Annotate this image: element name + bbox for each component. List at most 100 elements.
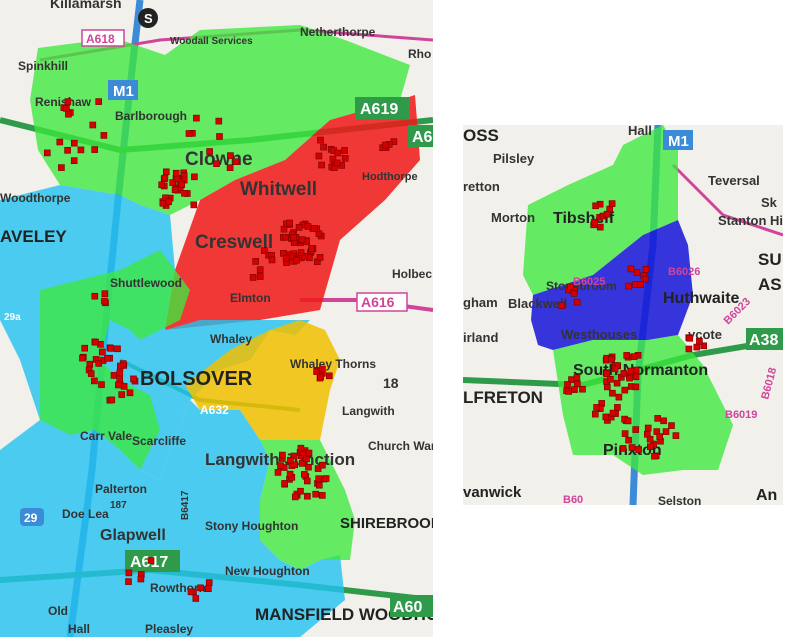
incident-marker[interactable] <box>660 417 667 425</box>
incident-marker[interactable] <box>126 389 134 397</box>
incident-marker[interactable] <box>632 426 639 433</box>
incident-marker[interactable] <box>70 157 78 164</box>
incident-marker[interactable] <box>298 236 306 243</box>
incident-marker[interactable] <box>101 290 109 298</box>
incident-marker[interactable] <box>206 148 213 155</box>
incident-marker[interactable] <box>293 256 300 264</box>
incident-marker[interactable] <box>95 360 102 367</box>
incident-marker[interactable] <box>315 152 323 160</box>
incident-marker[interactable] <box>334 149 342 157</box>
incident-marker[interactable] <box>696 338 703 345</box>
incident-marker[interactable] <box>592 410 599 418</box>
incident-marker[interactable] <box>91 377 98 385</box>
incident-marker[interactable] <box>685 345 693 353</box>
incident-marker[interactable] <box>227 152 234 159</box>
incident-marker[interactable] <box>169 179 176 186</box>
incident-marker[interactable] <box>298 460 306 467</box>
incident-marker[interactable] <box>281 480 288 487</box>
incident-marker[interactable] <box>319 461 326 469</box>
incident-marker[interactable] <box>574 380 581 388</box>
incident-marker[interactable] <box>570 290 578 297</box>
incident-marker[interactable] <box>341 147 348 154</box>
incident-marker[interactable] <box>226 164 234 171</box>
incident-marker[interactable] <box>252 258 259 265</box>
incident-marker[interactable] <box>286 470 294 478</box>
incident-marker[interactable] <box>58 164 65 171</box>
incident-marker[interactable] <box>101 297 108 305</box>
incident-marker[interactable] <box>118 391 125 398</box>
incident-marker[interactable] <box>621 386 629 394</box>
map-right-canvas[interactable]: OSS Pilsley retton Morton Tibshelf Tever… <box>463 125 783 505</box>
incident-marker[interactable] <box>341 155 349 162</box>
incident-marker[interactable] <box>608 200 616 207</box>
incident-marker[interactable] <box>700 342 707 350</box>
incident-marker[interactable] <box>609 409 617 417</box>
incident-marker[interactable] <box>291 493 299 501</box>
incident-marker[interactable] <box>81 344 88 352</box>
incident-marker[interactable] <box>567 283 574 291</box>
incident-marker[interactable] <box>637 281 644 288</box>
incident-marker[interactable] <box>626 374 633 382</box>
incident-marker[interactable] <box>303 477 311 485</box>
incident-marker[interactable] <box>190 201 198 209</box>
incident-marker[interactable] <box>625 282 632 290</box>
incident-marker[interactable] <box>191 173 198 181</box>
incident-marker[interactable] <box>64 147 71 154</box>
incident-marker[interactable] <box>318 492 326 499</box>
incident-marker[interactable] <box>108 396 116 404</box>
incident-marker[interactable] <box>558 302 566 309</box>
incident-marker[interactable] <box>322 475 330 482</box>
incident-marker[interactable] <box>91 292 99 300</box>
incident-marker[interactable] <box>318 161 325 169</box>
incident-marker[interactable] <box>627 265 635 273</box>
incident-marker[interactable] <box>319 365 326 373</box>
incident-marker[interactable] <box>107 345 115 352</box>
incident-marker[interactable] <box>602 413 610 421</box>
incident-marker[interactable] <box>308 245 316 252</box>
incident-marker[interactable] <box>628 444 636 451</box>
incident-marker[interactable] <box>644 424 652 432</box>
incident-marker[interactable] <box>115 381 122 389</box>
incident-marker[interactable] <box>86 360 94 368</box>
incident-marker[interactable] <box>621 430 629 437</box>
incident-marker[interactable] <box>279 451 286 459</box>
incident-marker[interactable] <box>607 376 614 383</box>
incident-marker[interactable] <box>564 381 571 388</box>
incident-marker[interactable] <box>314 465 322 472</box>
incident-marker[interactable] <box>95 98 102 105</box>
incident-marker[interactable] <box>579 385 586 393</box>
incident-marker[interactable] <box>92 338 99 346</box>
incident-marker[interactable] <box>282 254 290 262</box>
incident-marker[interactable] <box>301 252 308 260</box>
incident-marker[interactable] <box>172 169 180 177</box>
incident-marker[interactable] <box>287 456 294 464</box>
incident-marker[interactable] <box>147 557 155 564</box>
incident-marker[interactable] <box>161 174 169 182</box>
incident-marker[interactable] <box>565 388 572 395</box>
incident-marker[interactable] <box>100 132 108 139</box>
incident-marker[interactable] <box>185 130 193 137</box>
incident-marker[interactable] <box>268 256 276 264</box>
incident-marker[interactable] <box>297 487 304 495</box>
incident-marker[interactable] <box>98 381 105 388</box>
incident-marker[interactable] <box>181 190 188 197</box>
incident-marker[interactable] <box>116 369 124 377</box>
incident-marker[interactable] <box>668 422 675 429</box>
map-left-canvas[interactable]: Killamarsh Woodall Services Netherthorpe… <box>0 0 433 637</box>
incident-marker[interactable] <box>187 588 195 596</box>
incident-marker[interactable] <box>693 343 701 351</box>
incident-marker[interactable] <box>329 155 337 163</box>
map-panel-left[interactable]: Killamarsh Woodall Services Netherthorpe… <box>0 0 433 637</box>
incident-marker[interactable] <box>635 446 642 453</box>
incident-marker[interactable] <box>130 375 137 383</box>
incident-marker[interactable] <box>104 355 111 362</box>
incident-marker[interactable] <box>256 273 264 280</box>
incident-marker[interactable] <box>320 143 327 151</box>
incident-marker[interactable] <box>620 370 628 377</box>
incident-marker[interactable] <box>641 275 649 283</box>
incident-marker[interactable] <box>158 181 165 189</box>
incident-marker[interactable] <box>64 98 72 105</box>
incident-marker[interactable] <box>305 449 313 457</box>
incident-marker[interactable] <box>656 433 663 440</box>
incident-marker[interactable] <box>597 223 604 231</box>
